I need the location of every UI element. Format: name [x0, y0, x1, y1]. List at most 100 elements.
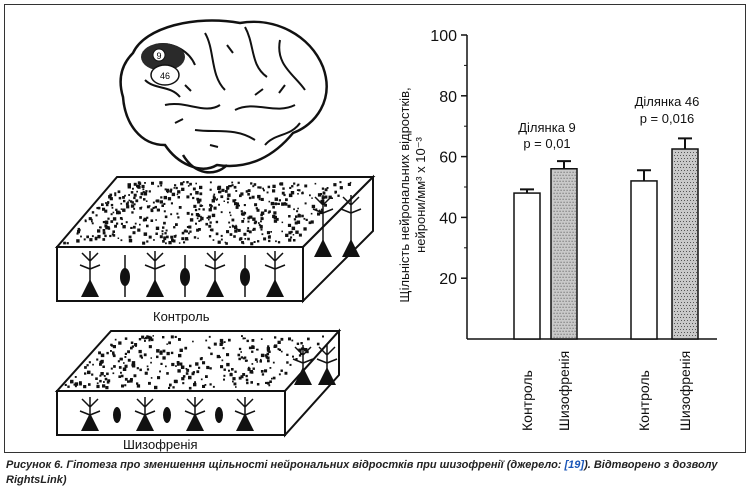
tissue-dot: [150, 338, 154, 342]
bar-texture-dot: [560, 213, 562, 215]
bar-schizophrenia: [671, 148, 699, 340]
bar-texture-dot: [680, 227, 681, 228]
bar-texture-dot: [556, 306, 558, 308]
bar-texture-dot: [675, 284, 676, 285]
bar-texture-dot: [687, 236, 688, 237]
bar-texture-dot: [569, 267, 571, 269]
bar-texture-dot: [568, 210, 570, 212]
tissue-dot: [201, 357, 203, 359]
tissue-dot: [78, 228, 81, 232]
tissue-dot: [89, 238, 93, 242]
bar-texture-dot: [566, 195, 568, 197]
bar-texture-dot: [566, 291, 568, 293]
bar-texture-dot: [686, 275, 687, 276]
bar-texture-dot: [674, 203, 675, 204]
tissue-dot: [260, 211, 265, 215]
bar-texture-dot: [674, 287, 675, 288]
bar-texture-dot: [562, 222, 564, 224]
bar-texture-dot: [681, 224, 682, 225]
bar-texture-dot: [677, 293, 678, 294]
tissue-dot: [144, 182, 146, 184]
tissue-dot: [130, 226, 133, 229]
bar-schizophrenia: [550, 168, 578, 340]
bar-texture-dot: [566, 219, 568, 221]
neuron-body: [342, 239, 360, 257]
tissue-dot: [186, 369, 190, 372]
tissue-dot: [165, 365, 167, 368]
tissue-dot: [134, 222, 137, 225]
bar-texture-dot: [560, 243, 562, 245]
tissue-dot: [178, 338, 181, 341]
tissue-dot: [144, 192, 148, 196]
tissue-dot: [288, 238, 292, 242]
bar-texture-dot: [574, 210, 576, 212]
tissue-dot: [160, 196, 163, 199]
bar-texture-dot: [571, 198, 573, 200]
bar-texture-dot: [563, 201, 565, 203]
bar-texture-dot: [559, 210, 561, 212]
bar-texture-dot: [568, 300, 570, 302]
bar-texture-dot: [690, 314, 691, 315]
tissue-dot: [250, 182, 253, 185]
bar-texture-dot: [684, 254, 685, 255]
bar-texture-dot: [565, 318, 567, 320]
tissue-dot: [182, 375, 186, 378]
tissue-dot: [189, 230, 192, 233]
tissue-dot: [163, 210, 166, 213]
tissue-dot: [86, 364, 89, 367]
bar-texture-dot: [575, 243, 577, 245]
bar-texture-dot: [674, 305, 675, 306]
bar-texture-dot: [678, 260, 679, 261]
tissue-dot: [284, 202, 288, 206]
bar-texture-dot: [560, 261, 562, 263]
tissue-dot: [66, 242, 69, 245]
bar-texture-dot: [559, 246, 561, 248]
bar-texture-dot: [686, 227, 687, 228]
caption-reference-link[interactable]: [19]: [564, 459, 585, 471]
tissue-dot: [112, 211, 115, 214]
bar-texture-dot: [693, 320, 694, 321]
bar-texture-dot: [674, 335, 675, 336]
tissue-dot: [196, 228, 200, 232]
bar-texture-dot: [683, 185, 684, 186]
tissue-dot: [175, 365, 177, 367]
bar-texture-dot: [554, 207, 556, 209]
bar-texture-dot: [684, 248, 685, 249]
bar-texture-dot: [689, 335, 690, 336]
tissue-dot: [142, 241, 146, 245]
bar-texture-dot: [690, 302, 691, 303]
tissue-dot: [146, 368, 150, 371]
tissue-dot: [176, 363, 180, 366]
tissue-dot: [277, 348, 280, 351]
bar-texture-dot: [562, 288, 564, 290]
bar-texture-dot: [689, 173, 690, 174]
bar-texture-dot: [560, 297, 562, 299]
bar-texture-dot: [681, 158, 682, 159]
tissue-dot: [166, 343, 168, 345]
bar-texture-dot: [568, 246, 570, 248]
bar-texture-dot: [687, 170, 688, 171]
tissue-dot: [318, 209, 321, 212]
tissue-dot: [148, 345, 152, 349]
tissue-dot: [76, 232, 79, 235]
bar-texture-dot: [675, 206, 676, 207]
bar-texture-dot: [695, 227, 696, 228]
bar-texture-dot: [560, 219, 562, 221]
tissue-dot: [272, 184, 276, 188]
bar-texture-dot: [680, 263, 681, 264]
neuron-body: [136, 413, 154, 431]
neuron-soma: [113, 407, 121, 423]
tissue-dot: [245, 190, 249, 193]
tissue-dot: [130, 341, 134, 344]
tissue-dot: [84, 372, 87, 375]
bar-texture-dot: [559, 180, 561, 182]
bar-texture-dot: [689, 311, 690, 312]
bar-texture-dot: [677, 299, 678, 300]
bar-texture-dot: [690, 218, 691, 219]
bar-texture-dot: [559, 324, 561, 326]
bar-texture-dot: [674, 221, 675, 222]
tissue-dot: [189, 218, 194, 222]
bar-texture-dot: [557, 243, 559, 245]
tissue-dot: [110, 367, 113, 370]
tissue-dot: [177, 196, 180, 199]
